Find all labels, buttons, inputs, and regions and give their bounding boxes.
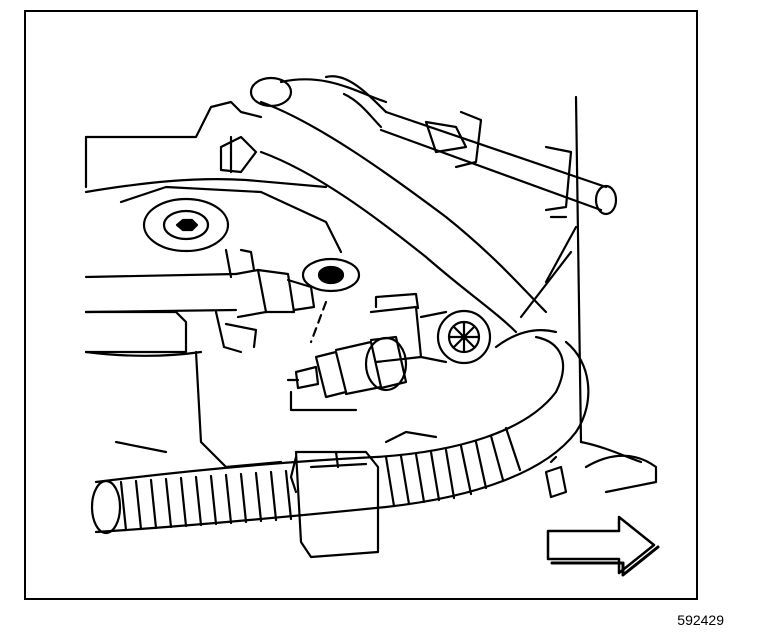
leader-line [289, 300, 358, 412]
engine-illustration [84, 75, 660, 577]
upper-hose [249, 76, 548, 334]
wiring-loom [90, 329, 590, 535]
engine-block [84, 95, 658, 494]
left-hose [84, 248, 316, 354]
direction-arrow-icon [546, 515, 660, 577]
sensor-connector [369, 292, 492, 365]
sensor-assembly [286, 335, 408, 399]
vacuum-line [324, 75, 618, 219]
ground-stud [544, 455, 568, 499]
loom-bracket [289, 450, 380, 559]
figure-frame [24, 10, 698, 600]
mount-bolt-lower [301, 257, 361, 293]
mount-bolt-upper [142, 197, 230, 253]
figure-number: 592429 [677, 612, 724, 628]
hose-clip-upper [219, 135, 258, 174]
